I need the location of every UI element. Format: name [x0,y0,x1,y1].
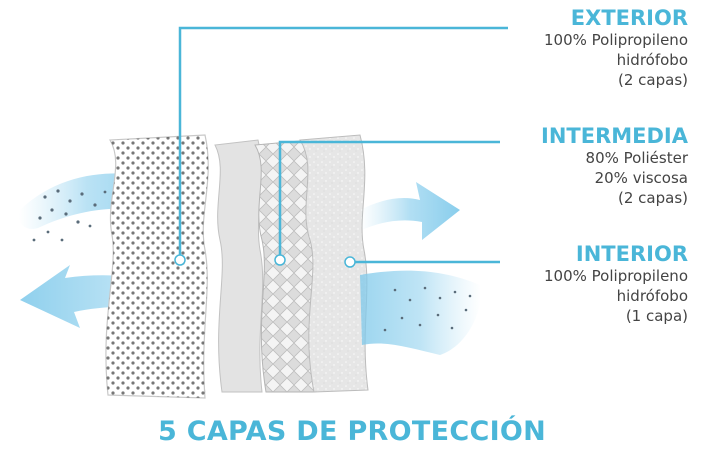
airflow-out-arrow-right [360,182,460,240]
label-intermedia: INTERMEDIA 80% Poliéster 20% viscosa (2 … [448,124,688,208]
layer-desc-line: 100% Polipropileno [544,267,688,285]
layer-title-interior: INTERIOR [575,242,688,266]
airflow-in-arrow-right [360,270,481,355]
layer-desc-line: (1 capa) [625,307,688,325]
protection-heading: 5 CAPAS DE PROTECCIÓN [157,416,547,447]
marker-exterior [174,254,186,266]
layer-title-intermedia: INTERMEDIA [541,124,688,148]
layer-desc-line: 80% Poliéster [585,149,688,167]
layer-3 [214,139,264,393]
layer-desc-line: (2 capas) [618,71,688,89]
leader-exterior [178,26,508,258]
label-interior: INTERIOR 100% Polipropileno hidrófobo (1… [448,242,688,326]
layer-desc-line: (2 capas) [618,189,688,207]
label-exterior: EXTERIOR 100% Polipropileno hidrófobo (2… [448,6,688,90]
marker-intermedia [274,254,286,266]
layer-title-exterior: EXTERIOR [570,6,688,30]
layer-desc-line: 100% Polipropileno [544,31,688,49]
layer-desc-line: hidrófobo [616,51,688,69]
layer-4 [254,139,316,393]
marker-interior [344,256,356,268]
leader-intermedia [278,140,500,258]
layer-desc-line: hidrófobo [616,287,688,305]
layer-desc-line: 20% viscosa [594,169,688,187]
